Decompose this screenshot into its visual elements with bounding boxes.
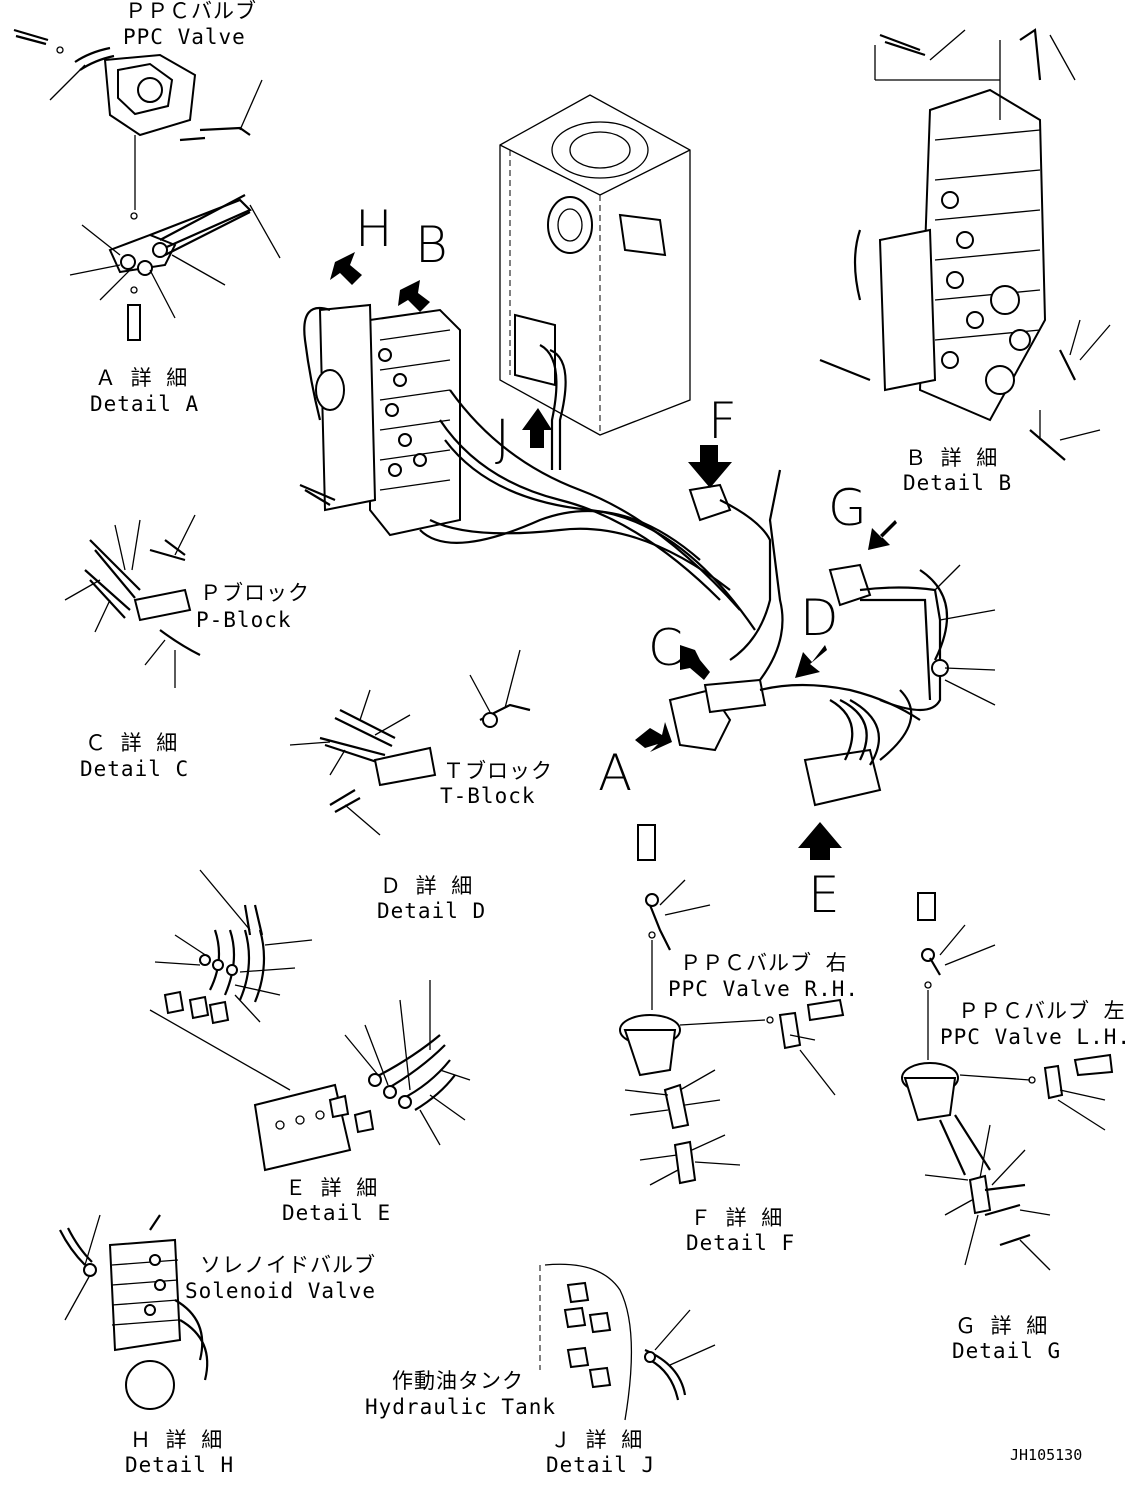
t-block-label-jp: Ｔブロック <box>443 759 553 783</box>
callout-g: G <box>828 479 867 537</box>
t-block-label-en: T-Block <box>440 784 536 808</box>
arrow-d <box>795 645 827 678</box>
detail-g-label-en: Detail G <box>952 1339 1061 1363</box>
callout-e: E <box>808 866 840 924</box>
p-block-label-en: P-Block <box>196 608 292 632</box>
detail-g-label-jp: Ｇ 詳 細 <box>955 1314 1048 1338</box>
hydraulic-tank-drawing <box>499 94 691 470</box>
detail-j-label-jp: Ｊ 詳 細 <box>550 1428 643 1452</box>
main-piping-drawing <box>668 469 996 807</box>
detail-j-drawing <box>539 1263 716 1421</box>
detail-g-drawing <box>901 892 1114 1271</box>
arrow-g <box>868 520 897 550</box>
detail-d-drawing <box>289 649 531 836</box>
detail-c-drawing <box>64 514 201 688</box>
drawing-code: JH105130 <box>1010 1446 1082 1464</box>
detail-a-label-jp: Ａ 詳 細 <box>95 366 188 390</box>
detail-c-label-en: Detail C <box>80 757 189 781</box>
detail-d-label-en: Detail D <box>377 899 486 923</box>
detail-f-drawing <box>619 824 845 1186</box>
callout-c: C <box>648 619 683 677</box>
ppc-lh-label-jp: ＰＰＣバルブ 左 <box>958 999 1126 1023</box>
detail-h-drawing <box>59 1214 209 1410</box>
detail-e-label-jp: Ｅ 詳 細 <box>285 1176 378 1200</box>
control-valve-drawing <box>299 303 756 631</box>
ppc-valve-label-en: PPC Valve <box>123 25 246 49</box>
detail-h-label-en: Detail H <box>125 1453 234 1477</box>
ppc-rh-label-jp: ＰＰＣバルブ 右 <box>680 951 848 975</box>
detail-a-label-en: Detail A <box>90 392 199 416</box>
callout-a: A <box>598 744 632 802</box>
detail-c-label-jp: Ｃ 詳 細 <box>85 731 178 755</box>
detail-a-drawing <box>13 28 281 341</box>
p-block-label-jp: Ｐブロック <box>200 581 310 605</box>
detail-b-label-jp: Ｂ 詳 細 <box>905 446 998 470</box>
ppc-lh-label-en: PPC Valve L.H. <box>940 1025 1131 1049</box>
arrow-f <box>688 445 732 488</box>
detail-j-label-en: Detail J <box>546 1453 655 1477</box>
detail-e-drawing <box>149 869 471 1172</box>
detail-f-label-jp: Ｆ 詳 細 <box>690 1206 783 1230</box>
callout-h: H <box>355 200 393 258</box>
tank-label-en: Hydraulic Tank <box>365 1395 556 1419</box>
arrow-h <box>330 252 362 285</box>
detail-e-label-en: Detail E <box>282 1201 391 1225</box>
tank-label-jp: 作動油タンク <box>392 1369 524 1393</box>
callout-f: F <box>708 392 737 450</box>
ppc-rh-label-en: PPC Valve R.H. <box>668 977 859 1001</box>
detail-h-label-jp: Ｈ 詳 細 <box>130 1428 223 1452</box>
arrow-b <box>398 280 430 312</box>
solenoid-label-en: Solenoid Valve <box>185 1279 376 1303</box>
callout-d: D <box>800 589 839 647</box>
detail-b-drawing <box>819 28 1111 461</box>
callout-j: J <box>495 409 510 467</box>
arrow-c <box>680 645 710 680</box>
detail-f-label-en: Detail F <box>686 1231 795 1255</box>
arrow-a <box>635 722 672 752</box>
detail-d-label-jp: Ｄ 詳 細 <box>380 874 473 898</box>
arrow-j <box>522 408 552 448</box>
arrow-e <box>798 822 842 860</box>
detail-b-label-en: Detail B <box>903 471 1012 495</box>
solenoid-label-jp: ソレノイドバルブ <box>200 1253 376 1277</box>
ppc-valve-label-jp: ＰＰＣバルブ <box>125 0 257 23</box>
callout-b: B <box>415 216 448 274</box>
